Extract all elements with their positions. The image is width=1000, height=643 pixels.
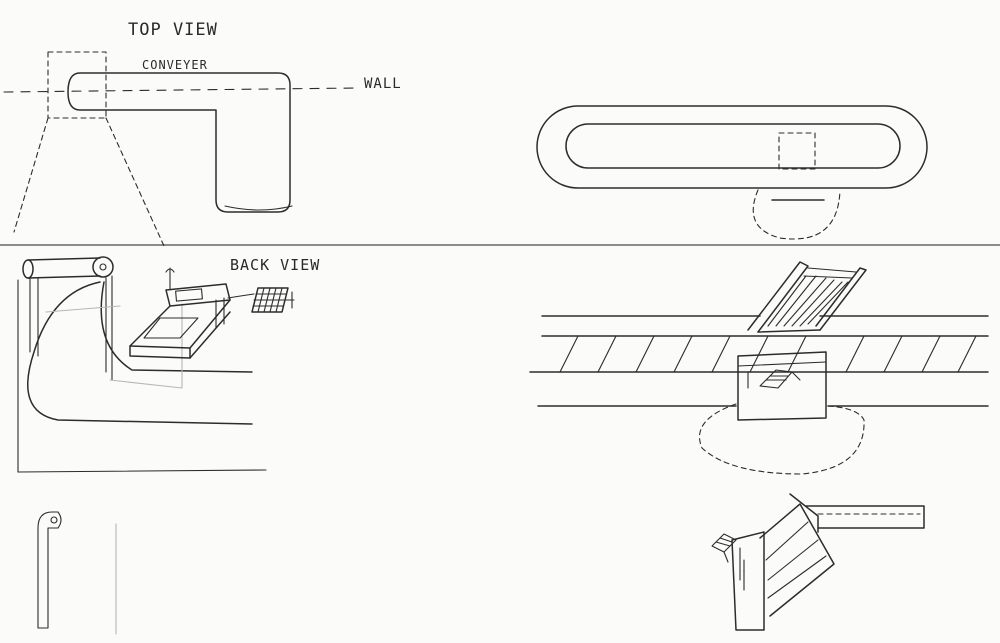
oval-conveyor [536, 105, 928, 240]
post-detail [37, 511, 117, 635]
wall-label: WALL [364, 76, 402, 92]
conveyor-side-view [529, 261, 989, 475]
corner-detail [711, 493, 925, 631]
top-view-conveyor [13, 51, 293, 247]
top-view-label: TOP VIEW [128, 20, 218, 40]
wall-line [3, 87, 359, 93]
conveyor-label: CONVEYER [142, 58, 208, 72]
back-view-scene [17, 256, 295, 473]
back-view-label: BACK VIEW [230, 256, 321, 274]
